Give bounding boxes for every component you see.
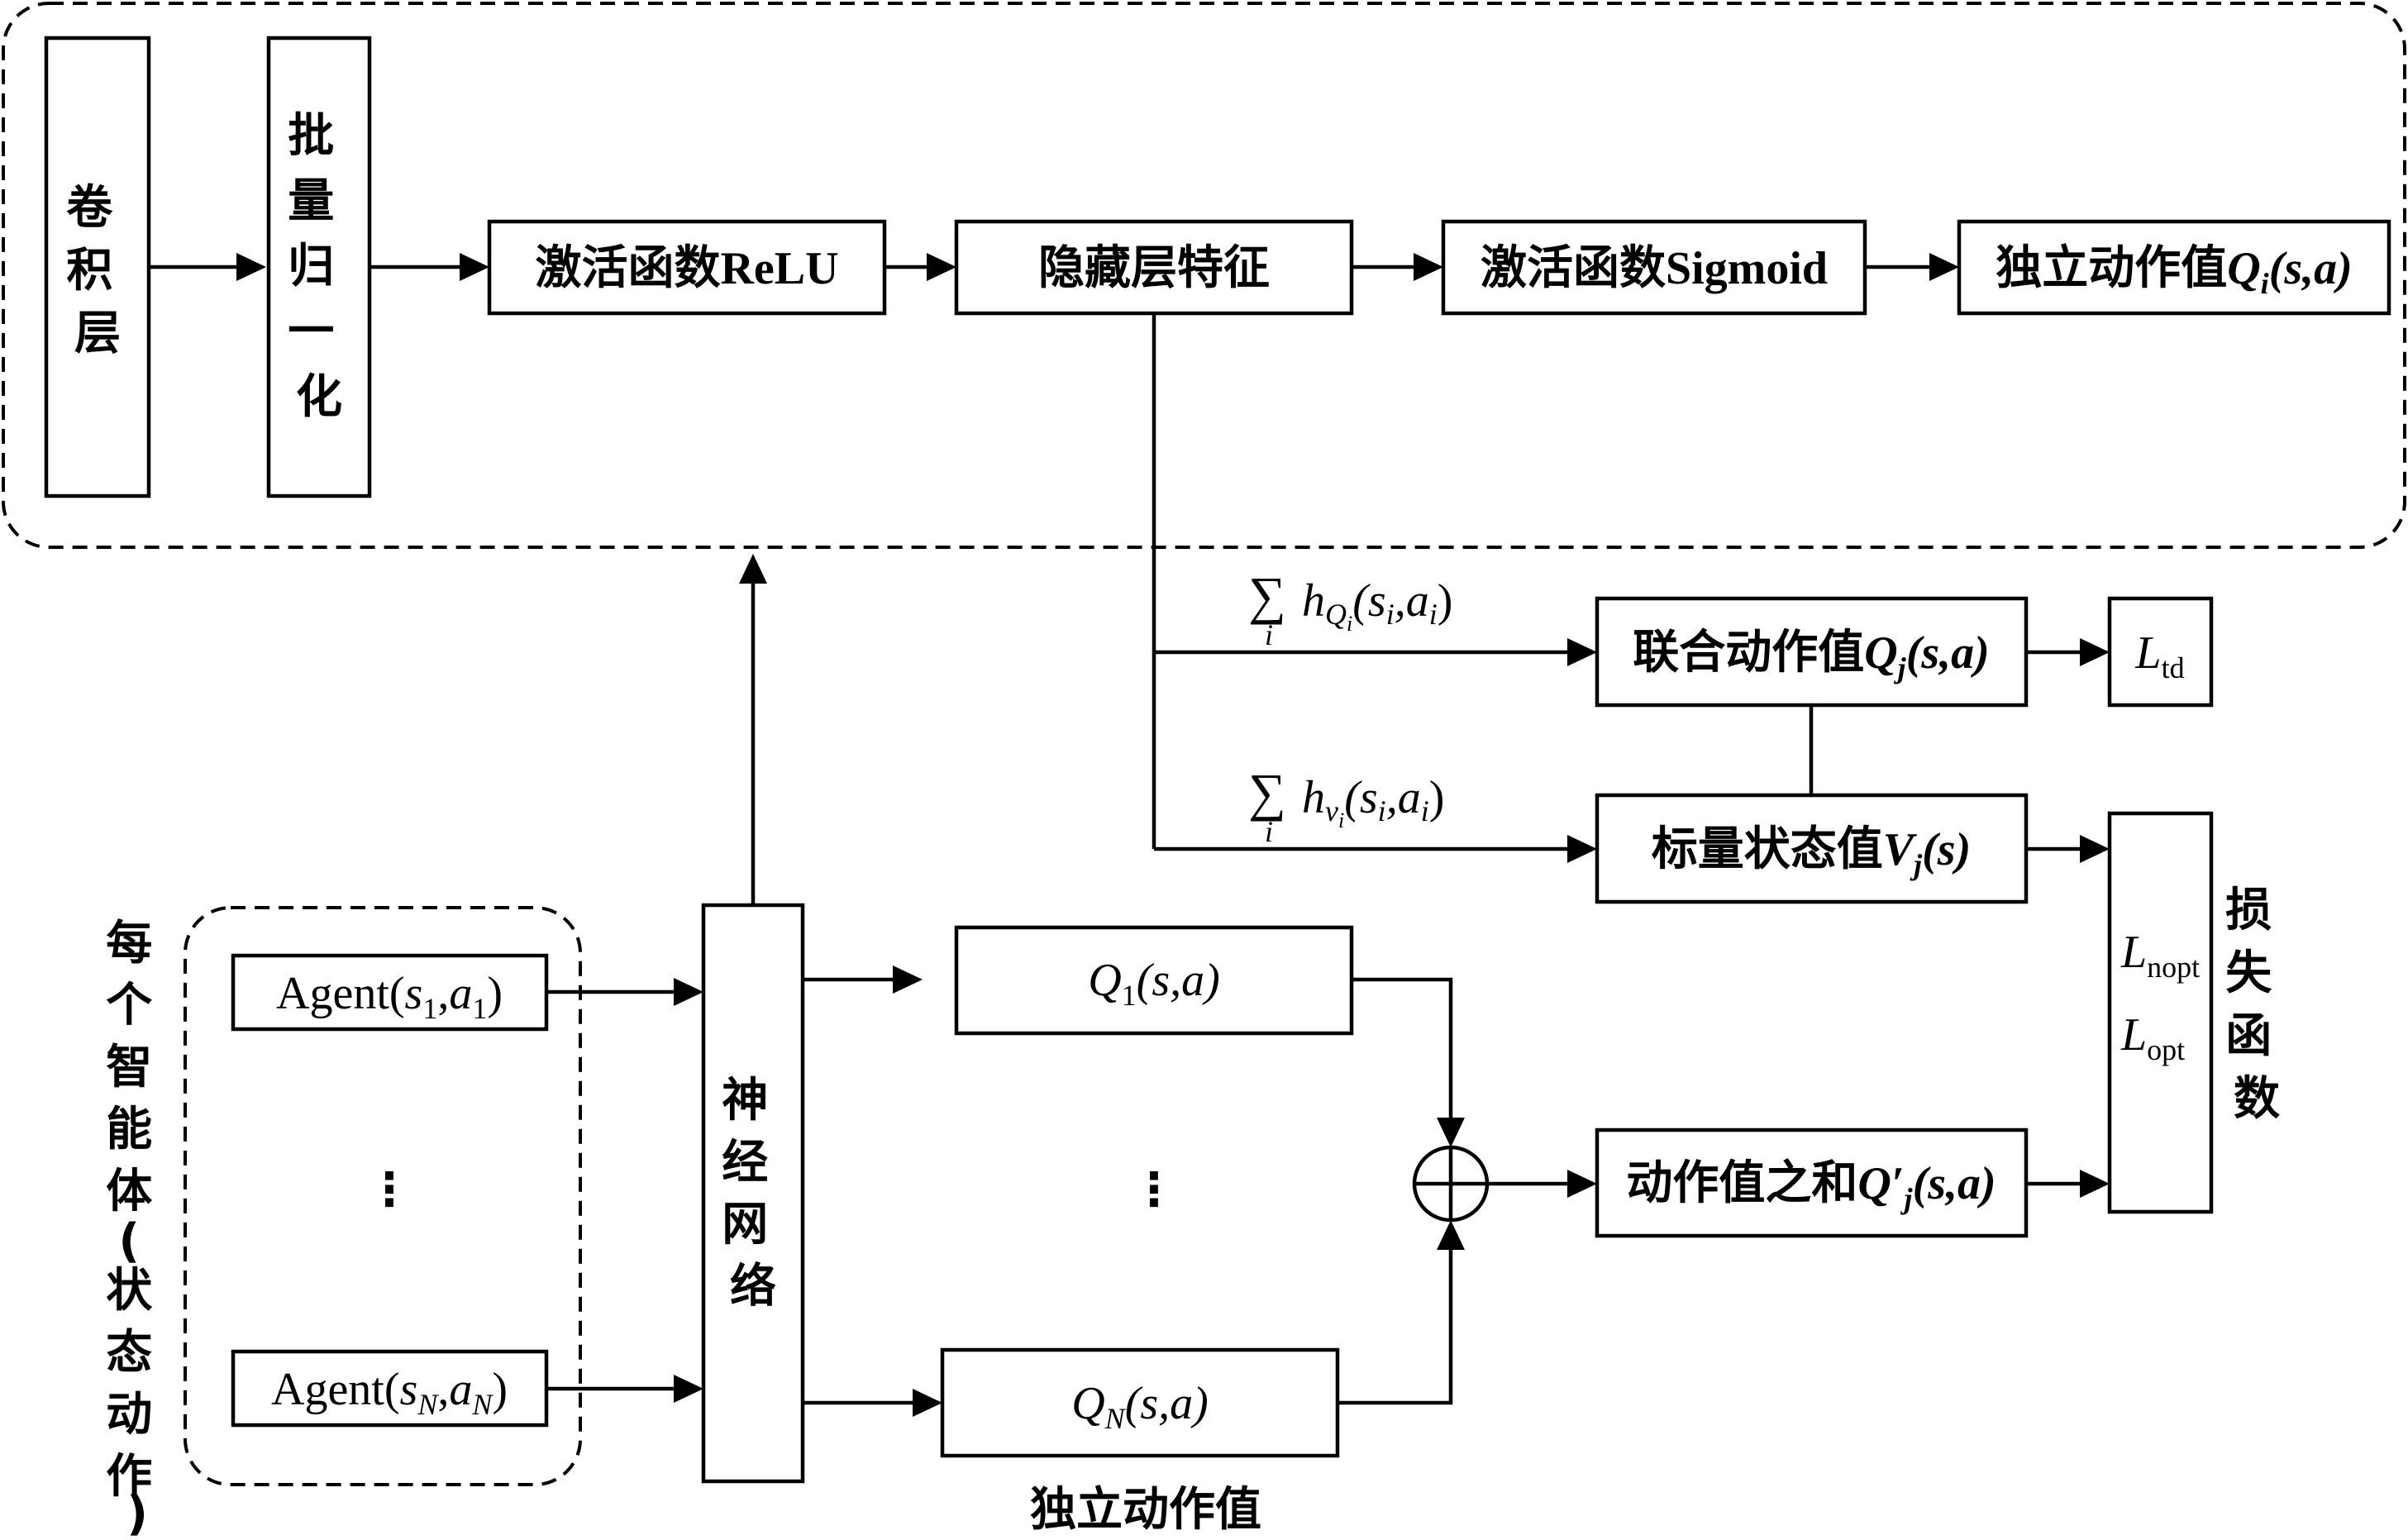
agent-n-label: Agent(sN,aN) [271,1364,508,1421]
network-to-q-arrows [803,965,942,1417]
svg-text:i: i [1265,618,1273,651]
batch-norm-box [266,36,372,498]
q1-label: Q1(s,a) [1088,955,1220,1012]
batch-norm-label: 批 量 归 一 化 [288,109,350,424]
sum-hq-formula: ∑ i hQi(si,ai) [1248,566,1452,651]
relu-label: 激活函数ReLU [535,241,838,295]
svg-text:i: i [1265,815,1273,848]
top-feature-panel [2,2,2406,549]
hidden-features-label: 隐藏层特征 [1038,241,1270,295]
agents-ellipsis: ⋮ [366,1163,412,1217]
svg-text:hQi(si,ai): hQi(si,ai) [1302,575,1452,636]
indep-q-label: 独立动作值Qi(s,a) [1996,241,2353,300]
conv-layer-label: 卷 积 层 [66,181,129,360]
indep-q-caption: 独立动作值 [1030,1483,1261,1537]
sum-hv-formula: ∑ i hvi(si,ai) [1248,763,1444,848]
joint-to-ltd-arrow [2026,638,2110,666]
joint-q-label: 联合动作值Qj(s,a) [1633,626,1990,684]
l-nopt-label: Lnopt [2120,927,2200,984]
agent-1-label: Agent(s1,a1) [276,968,503,1025]
svg-text:∑: ∑ [1248,763,1286,822]
qn-box [940,1347,1340,1458]
relu-box [487,219,887,316]
neural-network-label: 神 经 网 络 [722,1074,784,1314]
top-flow-arrows [149,253,1959,281]
neural-network-box [701,903,805,1484]
loss-function-label: 损 失 函 数 [2225,884,2288,1126]
joint-q-box [1595,596,2029,708]
scalar-v-box [1595,793,2029,904]
qprime-to-loss-arrow [2026,1170,2110,1198]
agents-vertical-label: 每 个 智 能 体 ( 状 态 动 作 ) [106,917,169,1540]
q-ellipsis: ⋮ [1131,1163,1177,1217]
q-to-sum-lines [1338,977,1465,1405]
scalar-to-loss-arrow [2026,835,2110,863]
svg-text:∑: ∑ [1248,566,1286,625]
sigmoid-label: 激活函数Sigmoid [1481,241,1828,295]
agents-dashed-group [184,906,582,1486]
l-opt-label: Lopt [2120,1009,2185,1066]
qn-label: QN(s,a) [1071,1378,1209,1435]
indep-q-box [1957,219,2391,316]
network-to-top-arrow [739,554,767,905]
svg-text:hvi(si,ai): hvi(si,ai) [1302,772,1444,832]
loss-box [2107,811,2214,1214]
scalar-v-label: 标量状态值Vj(s) [1652,822,1971,881]
q1-box [954,925,1354,1036]
sum-node [1412,1145,1490,1223]
sum-q-prime-label: 动作值之和Q′j(s,a) [1626,1156,1996,1215]
agent-1-box [231,953,549,1032]
sum-to-qprime-arrow [1487,1170,1597,1198]
agents-to-network-arrows [546,978,703,1403]
l-td-box [2107,596,2214,708]
hidden-to-joint-lines [1152,313,1597,863]
l-td-label: Ltd [2134,627,2184,684]
